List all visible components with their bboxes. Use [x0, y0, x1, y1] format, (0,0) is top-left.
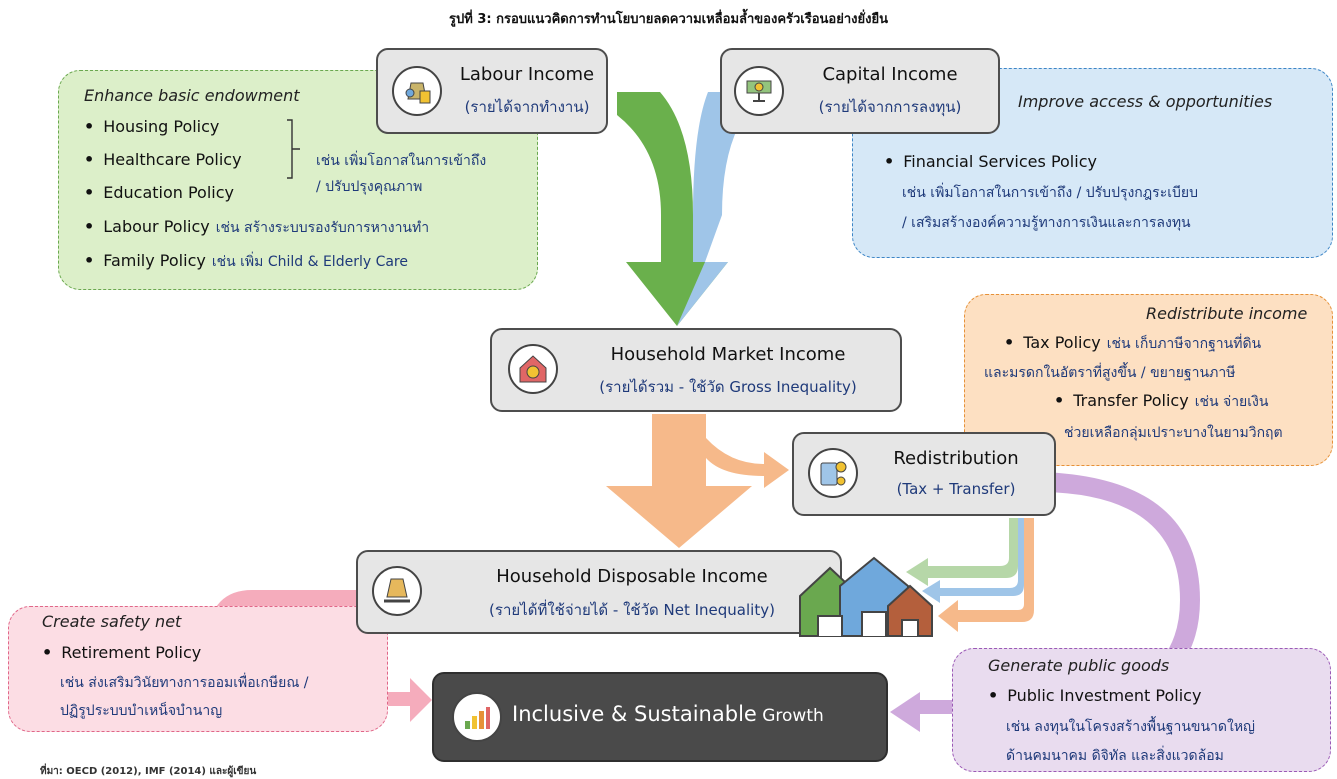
- public-note-2: ด้านคมนาคม ดิจิทัล และสิ่งแวดล้อม: [1006, 748, 1224, 764]
- market-income-sub: (รายได้รวม - ใช้วัด Gross Inequality): [599, 378, 857, 396]
- redistribution-return-blue: [922, 518, 1024, 603]
- growth-tail-text: Growth: [756, 706, 824, 726]
- labour-flow-arrow: [617, 92, 728, 326]
- tax-policy-label: Tax Policy: [1023, 333, 1101, 352]
- access-heading: Improve access & opportunities: [1018, 92, 1273, 111]
- safety-net-heading: Create safety net: [42, 612, 182, 631]
- redistribute-heading: Redistribute income: [1146, 304, 1308, 323]
- capital-income-title: Capital Income: [822, 64, 958, 85]
- market-to-redistribution-arrow: [706, 438, 789, 488]
- financial-services-policy-item: Financial Services Policy: [884, 152, 1097, 171]
- endowment-group-note-2: / ปรับปรุงคุณภาพ: [316, 179, 423, 195]
- tax-policy-item: Tax Policy เช่น เก็บภาษีจากฐานที่ดิน: [1004, 333, 1261, 355]
- labour-income-sub: (รายได้จากทำงาน): [464, 98, 590, 116]
- transfer-policy-note-2: ช่วยเหลือกลุ่มเปราะบางในยามวิกฤต: [1064, 425, 1283, 441]
- market-to-disposable-arrow: [606, 414, 752, 548]
- calculator-coin-icon: [808, 448, 858, 498]
- market-income-box: [490, 328, 902, 412]
- labour-income-title: Labour Income: [459, 64, 595, 85]
- transfer-policy-note: เช่น จ่ายเงิน: [1194, 394, 1269, 410]
- redistribution-return-orange: [938, 518, 1034, 632]
- redistribution-sub: (Tax + Transfer): [896, 480, 1016, 498]
- safety-net-panel: [8, 606, 388, 732]
- figure-title: รูปที่ 3: กรอบแนวคิดการทำนโยบายลดความเหล…: [449, 12, 888, 27]
- public-goods-panel: [952, 648, 1331, 772]
- tax-policy-note-2: และมรดกในอัตราที่สูงขึ้น / ขยายฐานภาษี: [984, 365, 1236, 381]
- hand-money-bag-icon: [372, 566, 422, 616]
- houses-icon: [799, 556, 933, 637]
- public-investment-policy-item: Public Investment Policy: [988, 686, 1201, 705]
- house-coin-icon: [508, 344, 558, 394]
- labour-policy-note: เช่น สร้างระบบรองรับการหางานทำ: [215, 220, 430, 236]
- access-note-1: เช่น เพิ่มโอกาสในการเข้าถึง / ปรับปรุงกฎ…: [902, 185, 1198, 201]
- education-policy-item: Education Policy: [84, 183, 234, 202]
- money-bag-worker-icon: [392, 66, 442, 116]
- healthcare-policy-item: Healthcare Policy: [84, 150, 241, 169]
- endowment-heading: Enhance basic endowment: [84, 86, 300, 105]
- disposable-income-sub: (รายได้ที่ใช้จ่ายได้ - ใช้วัด Net Inequa…: [489, 601, 775, 619]
- redistribution-return-green: [906, 518, 1018, 586]
- access-note-2: / เสริมสร้างองค์ความรู้ทางการเงินและการล…: [902, 215, 1191, 231]
- retirement-policy-item: Retirement Policy: [42, 643, 201, 662]
- source-footer: ที่มา: OECD (2012), IMF (2014) และผู้เขี…: [40, 766, 257, 777]
- public-goods-heading: Generate public goods: [988, 656, 1170, 675]
- capital-income-sub: (รายได้จากการลงทุน): [818, 98, 962, 116]
- housing-policy-item: Housing Policy: [84, 117, 219, 136]
- market-income-title: Household Market Income: [610, 344, 846, 365]
- safety-note-1: เช่น ส่งเสริมวินัยทางการออมเพื่อเกษียณ /: [60, 675, 309, 691]
- tax-policy-note: เช่น เก็บภาษีจากฐานที่ดิน: [1106, 336, 1262, 352]
- group-bracket-icon: [287, 119, 300, 179]
- labour-policy-item: Labour Policy เช่น สร้างระบบรองรับการหางา…: [84, 217, 429, 239]
- family-policy-note: เช่น เพิ่ม Child & Elderly Care: [211, 254, 408, 270]
- public-note-1: เช่น ลงทุนในโครงสร้างพื้นฐานขนาดใหญ่: [1006, 719, 1255, 735]
- bar-growth-icon: [452, 692, 502, 742]
- growth-box: [432, 672, 888, 762]
- safety-note-2: ปฏิรูประบบบำเหน็จบำนาญ: [60, 703, 223, 719]
- growth-label: Inclusive & Sustainable Growth: [512, 702, 824, 726]
- transfer-policy-label: Transfer Policy: [1073, 391, 1189, 410]
- labour-policy-label: Labour Policy: [103, 217, 210, 236]
- redistribution-title: Redistribution: [893, 448, 1019, 469]
- capital-flow-arrow: [677, 92, 745, 326]
- family-policy-label: Family Policy: [103, 251, 206, 270]
- family-policy-item: Family Policy เช่น เพิ่ม Child & Elderly …: [84, 251, 408, 273]
- endowment-group-note-1: เช่น เพิ่มโอกาสในการเข้าถึง: [316, 153, 487, 169]
- growth-main-text: Inclusive & Sustainable: [512, 702, 757, 726]
- transfer-policy-item: Transfer Policy เช่น จ่ายเงิน: [1054, 391, 1268, 413]
- plant-coin-icon: [734, 66, 784, 116]
- disposable-income-title: Household Disposable Income: [496, 566, 768, 587]
- redistribution-to-growth-arrow: [890, 472, 1200, 732]
- disposable-income-box: [356, 550, 842, 634]
